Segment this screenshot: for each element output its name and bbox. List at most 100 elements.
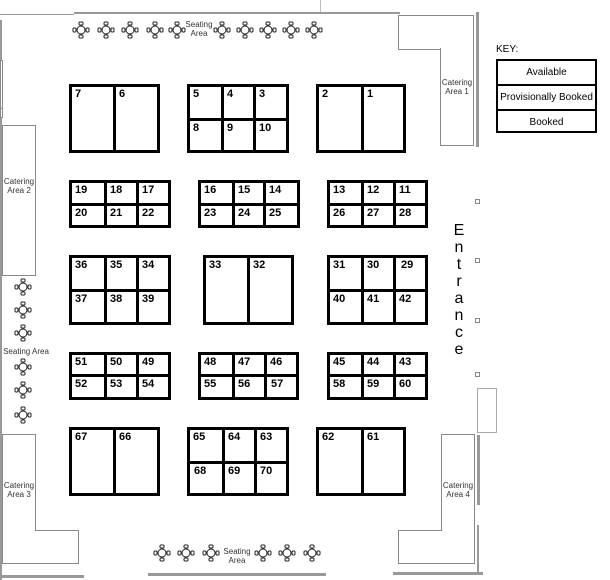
booth-28[interactable]: 28 bbox=[399, 207, 412, 219]
catering-area-4-ext bbox=[398, 530, 442, 564]
key-provisionally-booked[interactable]: Provisionally Booked bbox=[498, 86, 595, 111]
door-marker bbox=[475, 372, 480, 377]
table-icon bbox=[278, 544, 296, 562]
wall-bottom-left bbox=[0, 575, 84, 578]
booth-40[interactable]: 40 bbox=[333, 293, 346, 305]
booth-55[interactable]: 55 bbox=[204, 378, 217, 390]
booth-11[interactable]: 11 bbox=[399, 184, 411, 196]
booth-21[interactable]: 21 bbox=[110, 207, 123, 219]
catering-area-4-label: Catering Area 4 bbox=[442, 481, 474, 499]
booth-18[interactable]: 18 bbox=[110, 184, 123, 196]
booth-57[interactable]: 57 bbox=[271, 378, 284, 390]
catering-area-1-top bbox=[398, 15, 474, 50]
booth-36[interactable]: 36 bbox=[75, 259, 88, 271]
booth-41[interactable]: 41 bbox=[367, 293, 380, 305]
wall-right-lower bbox=[477, 435, 480, 505]
booth-23[interactable]: 23 bbox=[204, 207, 217, 219]
booth-37[interactable]: 37 bbox=[75, 293, 88, 305]
booth-54[interactable]: 54 bbox=[142, 378, 155, 390]
booth-63[interactable]: 63 bbox=[260, 431, 273, 443]
table-icon bbox=[259, 21, 277, 39]
table-icon bbox=[202, 544, 220, 562]
booth-7[interactable]: 7 bbox=[75, 88, 82, 100]
booth-24[interactable]: 24 bbox=[238, 207, 251, 219]
booth-1[interactable]: 1 bbox=[367, 88, 374, 100]
booth-61[interactable]: 61 bbox=[367, 431, 380, 443]
booth-66[interactable]: 66 bbox=[119, 431, 132, 443]
booth-46[interactable]: 46 bbox=[270, 356, 283, 368]
booth-29[interactable]: 29 bbox=[401, 259, 414, 271]
booth-17[interactable]: 17 bbox=[142, 184, 155, 196]
booth-51[interactable]: 51 bbox=[75, 356, 88, 368]
booth-block-7-6: 7 6 bbox=[69, 84, 160, 153]
wall-right-bottom bbox=[477, 525, 479, 575]
catering-area-3-label: Catering Area 3 bbox=[3, 481, 35, 499]
table-icon bbox=[14, 324, 32, 342]
booth-2[interactable]: 2 bbox=[322, 88, 329, 100]
booth-53[interactable]: 53 bbox=[110, 378, 123, 390]
booth-50[interactable]: 50 bbox=[110, 356, 123, 368]
booth-block-16-25: 16 15 14 23 24 25 bbox=[198, 180, 300, 228]
booth-34[interactable]: 34 bbox=[142, 259, 155, 271]
booth-8[interactable]: 8 bbox=[193, 122, 200, 134]
booth-5[interactable]: 5 bbox=[193, 88, 200, 100]
booth-70[interactable]: 70 bbox=[260, 465, 273, 477]
booth-47[interactable]: 47 bbox=[238, 356, 251, 368]
booth-31[interactable]: 31 bbox=[333, 259, 346, 271]
key-booked[interactable]: Booked bbox=[529, 117, 564, 128]
table-icon bbox=[236, 21, 254, 39]
booth-39[interactable]: 39 bbox=[142, 293, 155, 305]
booth-6[interactable]: 6 bbox=[119, 88, 126, 100]
booth-59[interactable]: 59 bbox=[367, 378, 380, 390]
seating-area-top-label: Seating Area bbox=[185, 20, 213, 38]
booth-15[interactable]: 15 bbox=[238, 184, 251, 196]
booth-3[interactable]: 3 bbox=[259, 88, 266, 100]
booth-62[interactable]: 62 bbox=[322, 431, 335, 443]
wall-top-right bbox=[320, 0, 321, 12]
booth-43[interactable]: 43 bbox=[399, 356, 412, 368]
booth-58[interactable]: 58 bbox=[333, 378, 346, 390]
booth-67[interactable]: 67 bbox=[75, 431, 88, 443]
booth-44[interactable]: 44 bbox=[367, 356, 380, 368]
table-icon bbox=[14, 278, 32, 296]
booth-45[interactable]: 45 bbox=[333, 356, 346, 368]
table-icon bbox=[213, 21, 231, 39]
booth-block-2-1: 2 1 bbox=[316, 84, 406, 153]
booth-12[interactable]: 12 bbox=[367, 184, 380, 196]
booth-42[interactable]: 42 bbox=[399, 293, 412, 305]
table-icon bbox=[14, 358, 32, 376]
wall-right-upper bbox=[476, 12, 479, 147]
booth-30[interactable]: 30 bbox=[367, 259, 380, 271]
booth-4[interactable]: 4 bbox=[227, 88, 234, 100]
booth-27[interactable]: 27 bbox=[367, 207, 380, 219]
booth-19[interactable]: 19 bbox=[75, 184, 88, 196]
booth-65[interactable]: 65 bbox=[193, 431, 206, 443]
booth-52[interactable]: 52 bbox=[75, 378, 88, 390]
booth-64[interactable]: 64 bbox=[228, 431, 241, 443]
booth-68[interactable]: 68 bbox=[194, 465, 207, 477]
booth-69[interactable]: 69 bbox=[228, 465, 241, 477]
key-available[interactable]: Available bbox=[498, 61, 595, 86]
key-legend: Available Provisionally Booked Booked bbox=[496, 59, 597, 133]
booth-38[interactable]: 38 bbox=[110, 293, 123, 305]
booth-13[interactable]: 13 bbox=[333, 184, 346, 196]
booth-49[interactable]: 49 bbox=[142, 356, 155, 368]
booth-14[interactable]: 14 bbox=[269, 184, 282, 196]
booth-32[interactable]: 32 bbox=[253, 259, 266, 271]
booth-26[interactable]: 26 bbox=[333, 207, 346, 219]
booth-25[interactable]: 25 bbox=[269, 207, 282, 219]
booth-48[interactable]: 48 bbox=[204, 356, 217, 368]
booth-9[interactable]: 9 bbox=[227, 122, 234, 134]
booth-16[interactable]: 16 bbox=[204, 184, 217, 196]
booth-56[interactable]: 56 bbox=[238, 378, 251, 390]
booth-35[interactable]: 35 bbox=[110, 259, 123, 271]
catering-area-3-ext bbox=[35, 530, 79, 564]
booth-20[interactable]: 20 bbox=[75, 207, 88, 219]
booth-33[interactable]: 33 bbox=[209, 259, 222, 271]
booth-10[interactable]: 10 bbox=[259, 122, 272, 134]
table-icon bbox=[153, 544, 171, 562]
catering-area-4 bbox=[441, 434, 475, 564]
door-marker bbox=[475, 318, 480, 323]
booth-22[interactable]: 22 bbox=[142, 207, 155, 219]
booth-60[interactable]: 60 bbox=[399, 378, 412, 390]
